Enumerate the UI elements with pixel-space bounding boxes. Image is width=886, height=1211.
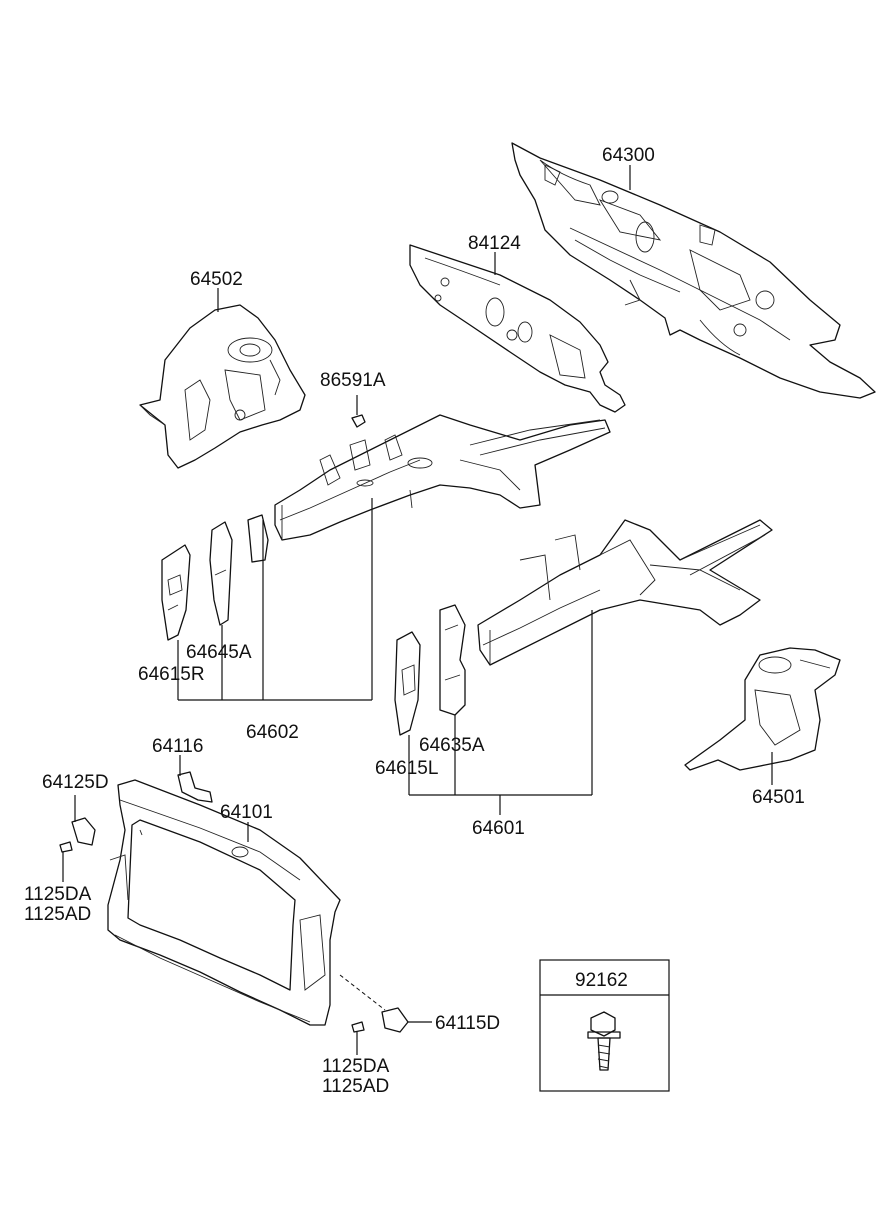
reinforcement-rh (161, 514, 269, 641)
bracket-64125D (59, 817, 96, 853)
label-64300: 64300 (602, 145, 655, 166)
leader-lines (62, 165, 773, 1055)
bolt-box-92162 (539, 959, 670, 1092)
label-64635A: 64635A (419, 735, 485, 756)
label-86591A: 86591A (320, 370, 386, 391)
dash-insulator-84124 (409, 244, 626, 413)
carrier-assembly-64101 (107, 779, 341, 1026)
label-64615R: 64615R (138, 664, 205, 685)
part-labels: 64300 84124 64502 86591A 64645A 64615R 6… (24, 145, 805, 1097)
label-1125DA-upper: 1125DA (24, 884, 92, 905)
label-1125AD-lower: 1125AD (322, 1076, 389, 1097)
label-64502: 64502 (190, 269, 243, 290)
label-64116: 64116 (152, 736, 203, 757)
label-1125AD-upper: 1125AD (24, 904, 91, 925)
label-64602: 64602 (246, 722, 299, 743)
label-64115D: 64115D (435, 1013, 500, 1034)
label-64125D: 64125D (42, 772, 109, 793)
front-side-member-lh (477, 519, 773, 666)
label-64601: 64601 (472, 818, 525, 839)
dash-panel-64300 (511, 142, 876, 399)
label-64101: 64101 (220, 802, 273, 823)
label-92162: 92162 (575, 970, 628, 991)
bracket-64115D (339, 974, 409, 1033)
label-64645A: 64645A (186, 642, 252, 663)
label-1125DA-lower: 1125DA (322, 1056, 390, 1077)
reinforcement-lh (394, 604, 466, 736)
fender-apron-64501 (684, 647, 841, 771)
label-84124: 84124 (468, 233, 521, 254)
bracket-64116 (177, 771, 213, 803)
clip-86591A (351, 395, 366, 428)
fender-apron-64502 (139, 304, 306, 469)
label-64501: 64501 (752, 787, 805, 808)
label-64615L: 64615L (375, 758, 438, 779)
front-side-member-rh (274, 414, 611, 541)
